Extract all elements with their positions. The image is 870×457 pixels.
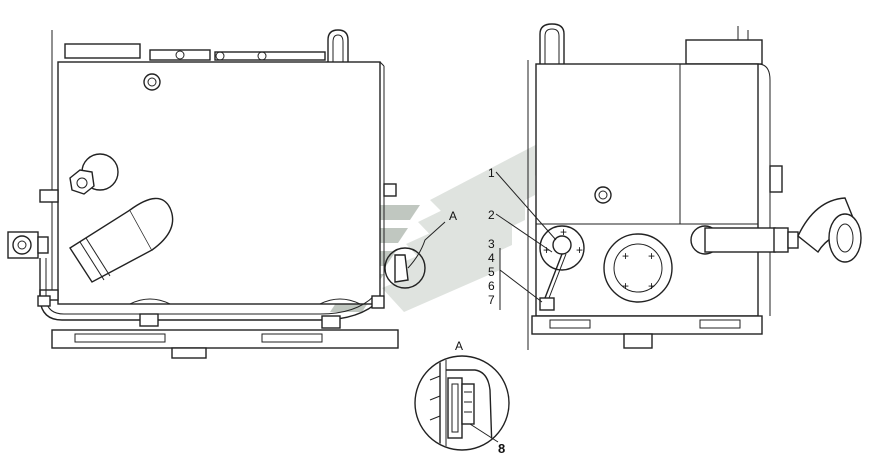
svg-text:+: + xyxy=(648,279,655,293)
detail-a-circle xyxy=(414,355,510,451)
top-plate xyxy=(64,43,141,59)
callout-labels: 1 2 3 4 5 6 7 xyxy=(488,166,557,310)
large-port xyxy=(603,233,673,303)
callout-6: 6 xyxy=(488,279,495,293)
leader-2 xyxy=(495,213,553,253)
callout-5: 5 xyxy=(488,265,495,279)
filler-cap xyxy=(143,73,161,91)
side-pipe-right xyxy=(690,197,862,263)
detail-a-zone xyxy=(384,247,426,289)
callout-2: 2 xyxy=(488,208,495,222)
base-plate-left xyxy=(51,329,399,349)
fuel-line xyxy=(39,258,381,321)
callout-8: 8 xyxy=(498,441,505,456)
top-fitting xyxy=(149,49,211,61)
svg-text:+: + xyxy=(576,243,583,257)
callout-7: 7 xyxy=(488,293,495,307)
callout-1: 1 xyxy=(488,166,495,180)
svg-text:+: + xyxy=(543,243,550,257)
leader-5 xyxy=(499,269,543,303)
callout-4: 4 xyxy=(488,251,495,265)
base-plate-right xyxy=(531,315,763,335)
svg-text:+: + xyxy=(648,249,655,263)
leader-1 xyxy=(495,171,557,241)
top-block-right xyxy=(685,39,763,65)
svg-text:+: + xyxy=(622,279,629,293)
svg-text:+: + xyxy=(622,249,629,263)
outlet-pipe xyxy=(69,197,174,283)
right-view: + + + + + + + xyxy=(527,23,862,350)
top-rail xyxy=(214,51,326,61)
lifting-eye-right xyxy=(539,23,565,64)
end-fitting-left xyxy=(7,231,49,259)
tank-body-right xyxy=(535,63,759,317)
left-view xyxy=(7,29,446,359)
detail-view-a: A 8 xyxy=(414,339,510,456)
svg-text:+: + xyxy=(560,225,567,239)
callout-3: 3 xyxy=(488,237,495,251)
detail-title-a: A xyxy=(455,339,463,353)
lifting-eye xyxy=(327,29,349,62)
cable-flange xyxy=(539,225,585,271)
view-marker-a: A xyxy=(449,209,457,223)
